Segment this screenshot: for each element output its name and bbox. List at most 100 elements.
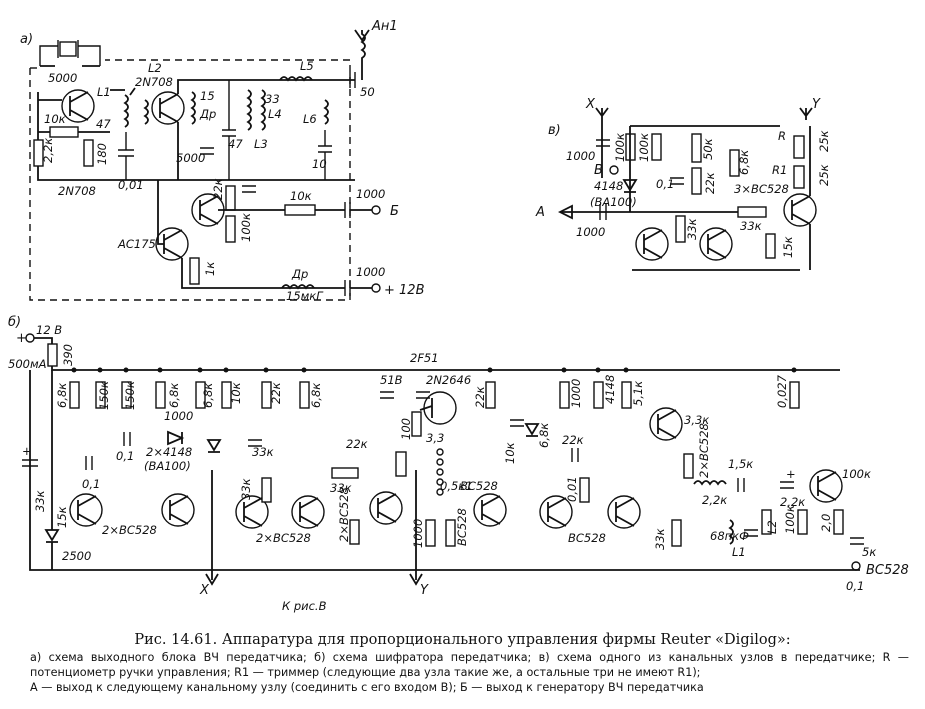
label: L1	[97, 85, 111, 99]
label: 5000	[176, 151, 205, 165]
label: 33к	[239, 478, 253, 500]
label: В	[594, 163, 603, 178]
plus-sign: +	[16, 331, 27, 346]
label: 2×ВС528	[102, 523, 157, 537]
plus-label-2: +	[786, 467, 796, 481]
label: 6,8к	[201, 383, 215, 408]
label: 22к	[346, 437, 368, 451]
stage4: 22к 10к 6,8к 1000 4148 5,1к 22к 0,01 ВС5…	[473, 375, 645, 545]
label: 6,8к	[537, 423, 551, 448]
x-input-label: X	[585, 97, 596, 112]
label: 100к	[239, 213, 253, 242]
label: 33к	[330, 481, 352, 495]
label: 2F51	[410, 351, 439, 365]
transistor-bc528-b4	[291, 495, 325, 529]
label: 5000	[48, 71, 77, 85]
transistor-bc528-b2	[161, 493, 195, 527]
label: 1к	[203, 262, 217, 276]
label: 15к	[55, 506, 69, 528]
label: 100к	[613, 133, 627, 162]
panel-c-label: в)	[548, 123, 561, 138]
label: 3×ВС528	[734, 182, 789, 196]
label: 15к	[781, 236, 795, 258]
plus-label: +	[22, 444, 32, 458]
transistor-bc528-b7	[539, 495, 573, 529]
label: 50	[360, 85, 375, 99]
label: 100к	[783, 505, 797, 534]
label: 15	[200, 89, 215, 103]
label: 1000	[164, 409, 193, 423]
label: 68пкФ	[710, 529, 749, 543]
transistor-bc528-b10	[809, 469, 843, 503]
label: 1000	[576, 225, 605, 239]
label: 6,8к	[167, 383, 181, 408]
output-stage: 3,3к 33к 2×ВС528 2,2к 1,5к 68пкФ L1 L2 +…	[649, 374, 909, 593]
label: 10к	[503, 442, 517, 464]
label: 10к	[229, 382, 243, 404]
label: 22к	[703, 172, 717, 194]
label: 0,01	[118, 178, 144, 192]
transistor-2	[155, 227, 189, 261]
panel-c: в) X 1000 100к В 4148 (ВА100) 100к 0,1 5…	[535, 97, 831, 271]
label: + 12В	[384, 283, 425, 298]
label: L3	[254, 137, 268, 151]
label: 33к	[685, 218, 699, 240]
output-y-label: Y	[420, 583, 429, 598]
label: 2×ВС528	[337, 487, 351, 542]
label: АС175	[117, 237, 156, 251]
label: 25к	[817, 130, 831, 152]
label: L1	[732, 545, 746, 559]
label: ВС528	[568, 531, 606, 545]
panel-a-label: а)	[20, 32, 33, 47]
figure-caption: Рис. 14.61. Аппаратура для пропорциональ…	[0, 632, 925, 695]
label: 2,2к	[780, 495, 805, 509]
label: 22к	[269, 382, 283, 404]
junction-dots	[71, 367, 797, 373]
y-input-label: Y	[812, 97, 821, 112]
label: 2×ВС528	[697, 423, 711, 478]
panel-a: а) 5000 L1 10к 2,2к 180 2N708 47 0,01 L2…	[20, 19, 425, 303]
transistor-bc528-b5	[369, 491, 403, 525]
antenna-label: Ан1	[371, 19, 398, 34]
label: 2N708	[58, 184, 96, 198]
label: А	[535, 205, 545, 220]
label: 25к	[817, 164, 831, 186]
label: 4148	[603, 375, 617, 404]
label: ВС528	[460, 479, 498, 493]
transistor-bc528-c1	[635, 227, 669, 261]
label: 6,8к	[737, 150, 751, 175]
label: 150к	[123, 381, 137, 410]
transistor-bc528-b6	[473, 493, 507, 527]
panel-b-label: б)	[8, 315, 21, 330]
label: 2,2к	[41, 138, 55, 163]
caption-line: А — выход к следующему канальному узлу (…	[30, 681, 704, 694]
label: L5	[300, 59, 314, 73]
label: 51В	[380, 373, 403, 387]
label: 0,1	[846, 579, 864, 593]
label: L6	[303, 112, 317, 126]
label: 0,01	[565, 476, 579, 502]
label: 100	[399, 418, 413, 440]
label: 2N2646	[426, 373, 471, 387]
label: (ВА100)	[144, 459, 191, 473]
transistor-2n708-2	[151, 91, 185, 125]
label: 2,0	[819, 514, 833, 532]
label: 2N708	[135, 75, 173, 89]
label: 10	[312, 157, 327, 171]
label: 1000	[569, 379, 583, 408]
caption-body: а) схема выходного блока ВЧ передатчика;…	[30, 650, 909, 695]
label: 22к	[473, 386, 487, 408]
label: 33к	[740, 219, 762, 233]
transistor-bc528-c2	[699, 227, 733, 261]
label: 33	[265, 92, 280, 106]
label: 1000	[356, 265, 385, 279]
label: 15мкГ	[286, 289, 324, 303]
label: 1000	[356, 187, 385, 201]
label: 3,3	[426, 431, 444, 445]
label: 47	[228, 137, 243, 151]
label: 10к	[44, 112, 66, 126]
label: 22к	[211, 178, 225, 200]
label: Б	[390, 204, 399, 219]
ref-label: К рис.В	[282, 599, 327, 613]
